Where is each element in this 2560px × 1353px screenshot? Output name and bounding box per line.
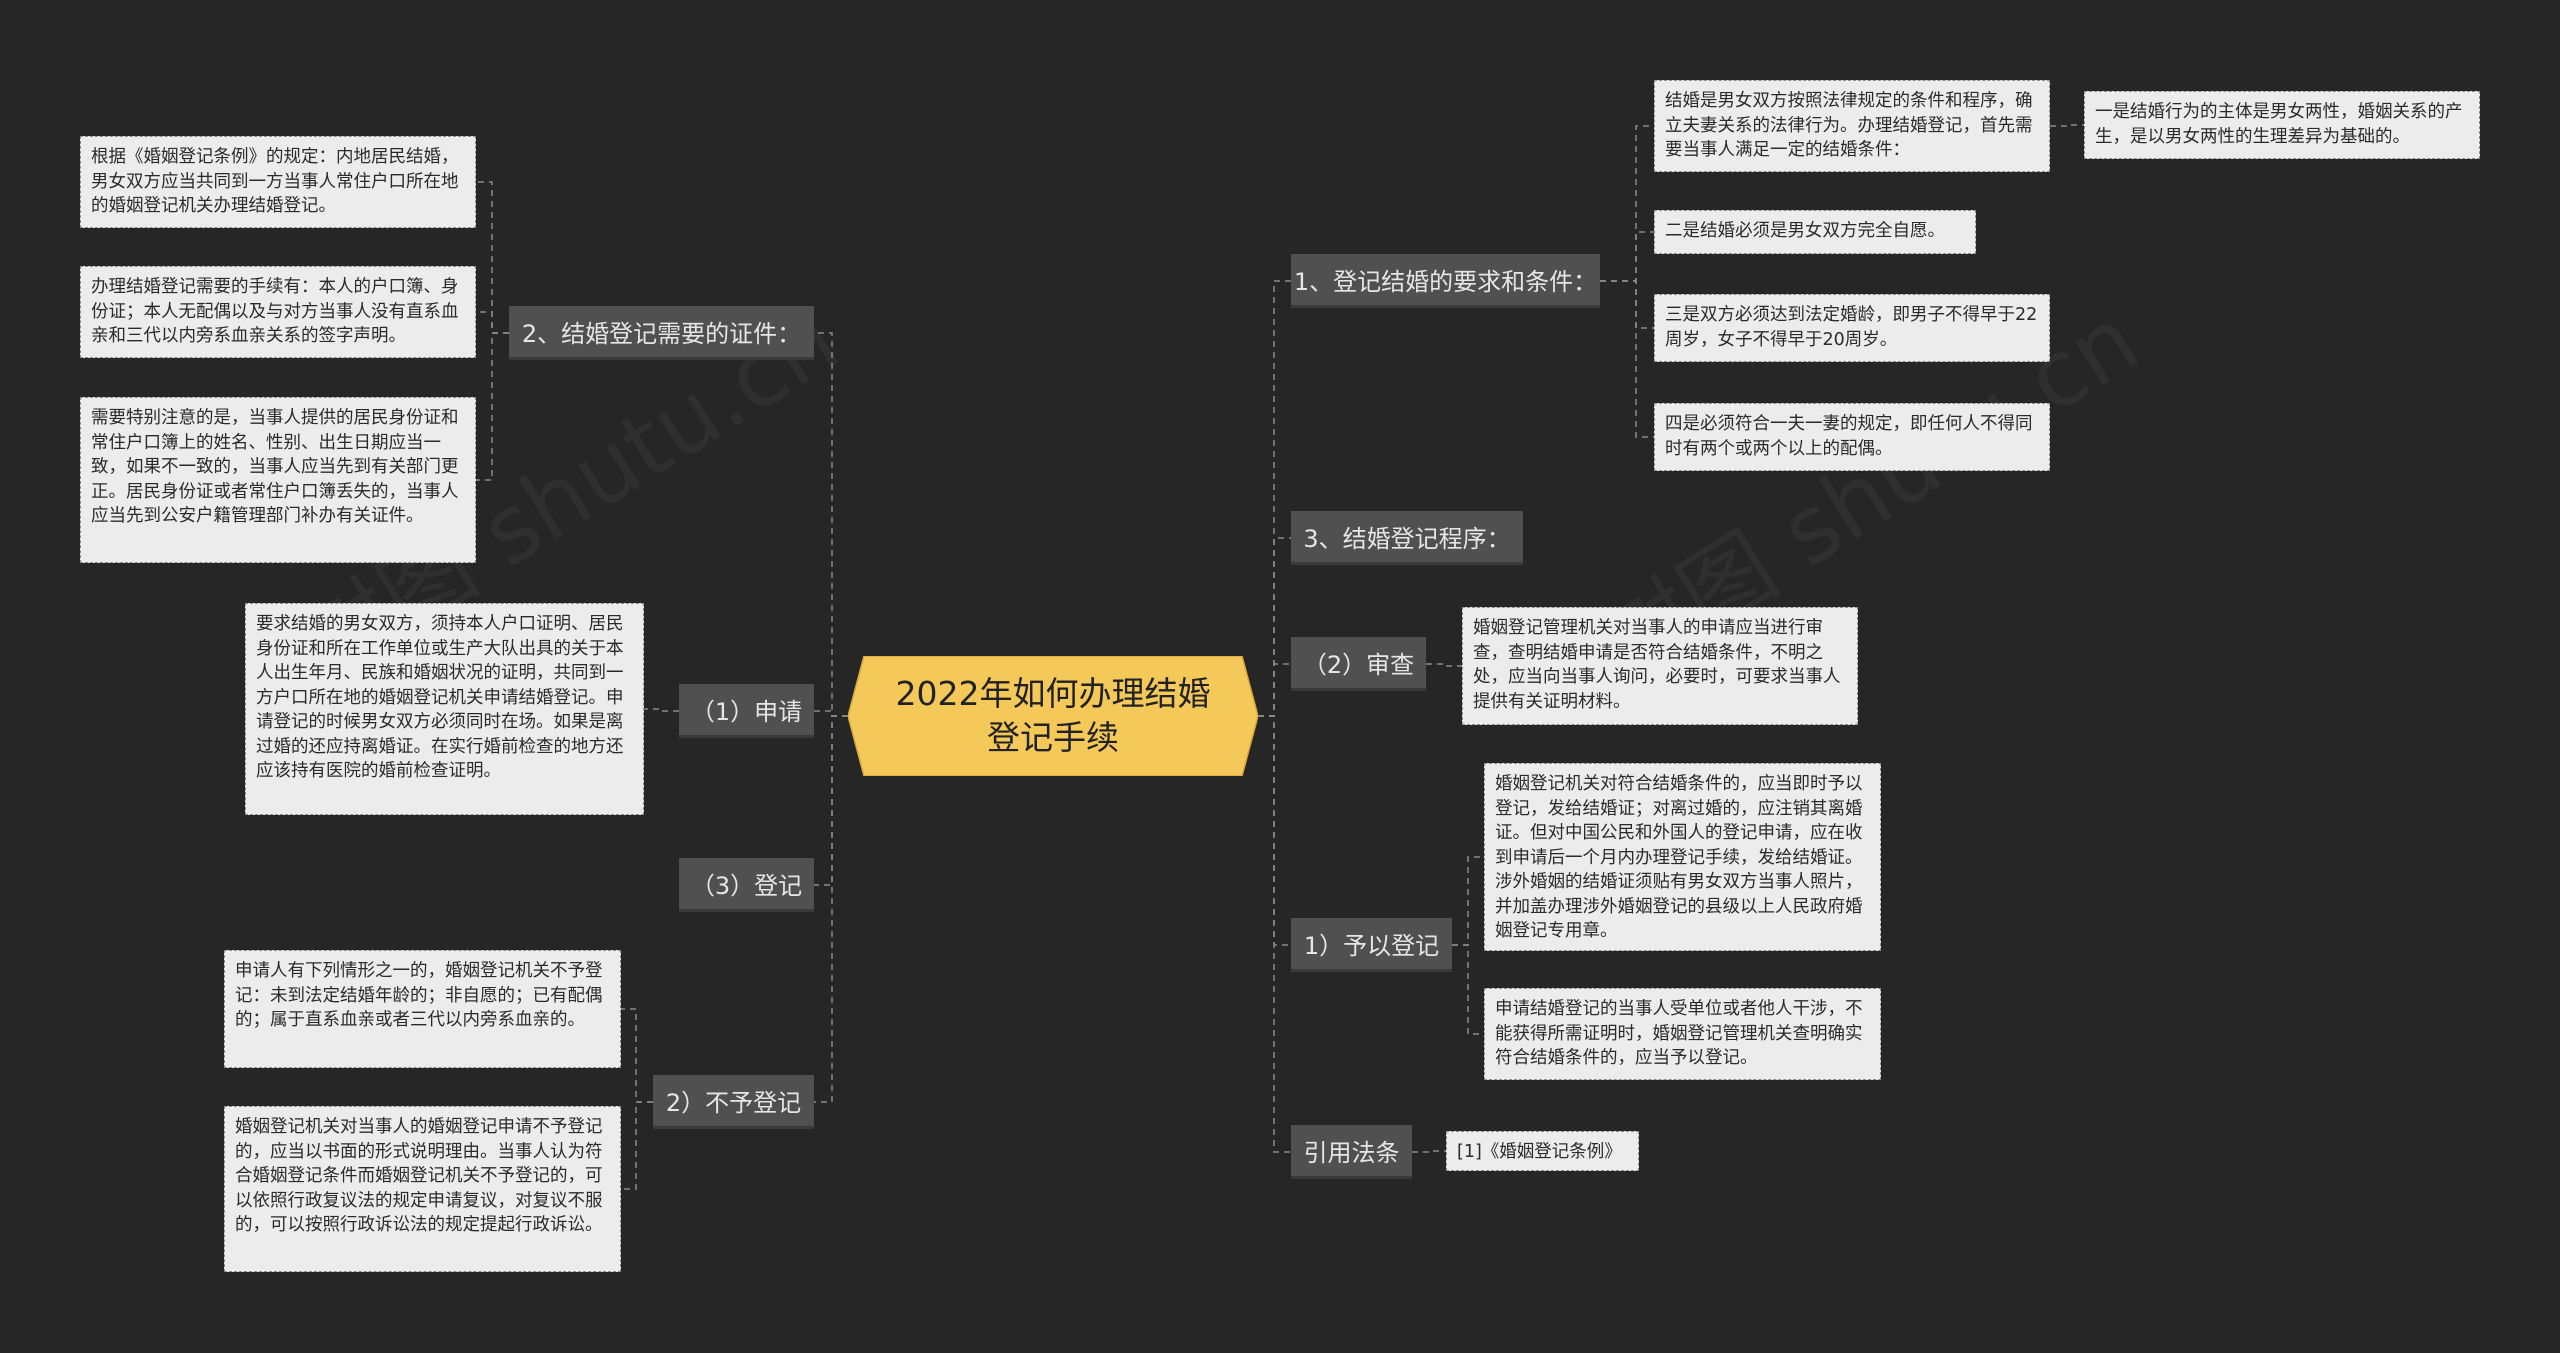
- leaf-certs-attention: 需要特别注意的是，当事人提供的居民身份证和常住户口簿上的姓名、性别、出生日期应当…: [80, 397, 476, 563]
- connector-line: [1412, 1150, 1446, 1153]
- leaf-requirement-two: 二是结婚必须是男女双方完全自愿。: [1654, 210, 1976, 254]
- root-shape: [848, 656, 1258, 776]
- connector-line: [1600, 231, 1654, 282]
- connector-line: [814, 715, 848, 1103]
- connector-line: [1258, 715, 1291, 946]
- branch-label: （1）申请: [690, 698, 803, 726]
- branch-registration-procedure[interactable]: 3、结婚登记程序：: [1291, 511, 1523, 565]
- branch-refuse-registration[interactable]: 2）不予登记: [653, 1075, 814, 1129]
- connector-line: [1600, 125, 1654, 282]
- connector-line: [814, 710, 848, 717]
- connector-line: [1258, 663, 1291, 717]
- branch-label: 1、登记结婚的要求和条件：: [1293, 268, 1598, 296]
- leaf-refuse-conditions: 申请人有下列情形之一的，婚姻登记机关不予登记：未到法定结婚年龄的；非自愿的；已有…: [224, 950, 621, 1068]
- connector-line: [1258, 715, 1291, 1153]
- leaf-requirement-four: 四是必须符合一夫一妻的规定，即任何人不得同时有两个或两个以上的配偶。: [1654, 403, 2050, 471]
- branch-apply[interactable]: （1）申请: [679, 684, 814, 738]
- leaf-law-reference: [1]《婚姻登记条例》: [1446, 1131, 1639, 1171]
- branch-required-documents[interactable]: 2、结婚登记需要的证件：: [509, 306, 814, 360]
- connector-line: [1258, 537, 1291, 717]
- leaf-refuse-appeal: 婚姻登记机关对当事人的婚姻登记申请不予登记的，应当以书面的形式说明理由。当事人认…: [224, 1106, 621, 1272]
- leaf-review-detail: 婚姻登记管理机关对当事人的申请应当进行审查，查明结婚申请是否符合结婚条件，不明之…: [1462, 607, 1858, 725]
- root-title: 2022年如何办理结婚登记手续: [895, 674, 1211, 757]
- connector-line: [2050, 124, 2084, 127]
- leaf-apply-detail: 要求结婚的男女双方，须持本人户口证明、居民身份证和所在工作单位或生产大队出具的关…: [245, 603, 644, 815]
- connector-line: [621, 1008, 653, 1103]
- leaf-requirement-one: 一是结婚行为的主体是男女两性，婚姻关系的产生，是以男女两性的生理差异为基础的。: [2084, 91, 2480, 159]
- connector-line: [1600, 280, 1654, 329]
- connector-line: [1426, 663, 1462, 667]
- leaf-grant-interference: 申请结婚登记的当事人受单位或者他人干涉，不能获得所需证明时，婚姻登记管理机关查明…: [1484, 988, 1881, 1080]
- leaf-certs-procedures: 办理结婚登记需要的手续有：本人的户口簿、身份证；本人无配偶以及与对方当事人没有直…: [80, 266, 476, 358]
- leaf-requirement-intro: 结婚是男女双方按照法律规定的条件和程序，确立夫妻关系的法律行为。办理结婚登记，首…: [1654, 80, 2050, 172]
- branch-review[interactable]: （2）审查: [1291, 637, 1426, 691]
- branch-label: 3、结婚登记程序：: [1303, 525, 1511, 553]
- connector-line: [1258, 280, 1291, 717]
- connector-line: [476, 311, 509, 334]
- connector-line: [1600, 280, 1654, 438]
- branch-label: （2）审查: [1302, 651, 1415, 679]
- branch-label: 2、结婚登记需要的证件：: [521, 320, 802, 348]
- connector-line: [621, 1101, 653, 1190]
- leaf-requirement-three: 三是双方必须达到法定婚龄，即男子不得早于22周岁，女子不得早于20周岁。: [1654, 294, 2050, 362]
- connector-line: [1452, 856, 1484, 946]
- branch-cited-law[interactable]: 引用法条: [1291, 1125, 1412, 1179]
- connector-line: [814, 715, 848, 886]
- root-topic[interactable]: 2022年如何办理结婚登记手续: [848, 656, 1258, 776]
- branch-grant-registration[interactable]: 1）予以登记: [1291, 918, 1452, 972]
- connector-line: [1452, 944, 1484, 1035]
- leaf-grant-detail: 婚姻登记机关对符合结婚条件的，应当即时予以登记，发给结婚证；对离过婚的，应注销其…: [1484, 763, 1881, 951]
- branch-marriage-requirements[interactable]: 1、登记结婚的要求和条件：: [1291, 254, 1600, 308]
- branch-label: 1）予以登记: [1303, 932, 1440, 960]
- leaf-certs-regulation: 根据《婚姻登记条例》的规定：内地居民结婚，男女双方应当共同到一方当事人常住户口所…: [80, 136, 476, 228]
- branch-label: 2）不予登记: [665, 1089, 802, 1117]
- branch-label: 引用法条: [1303, 1139, 1400, 1167]
- connector-line: [644, 708, 679, 712]
- branch-register[interactable]: （3）登记: [679, 858, 814, 912]
- connector-line: [476, 181, 509, 334]
- branch-label: （3）登记: [690, 872, 803, 900]
